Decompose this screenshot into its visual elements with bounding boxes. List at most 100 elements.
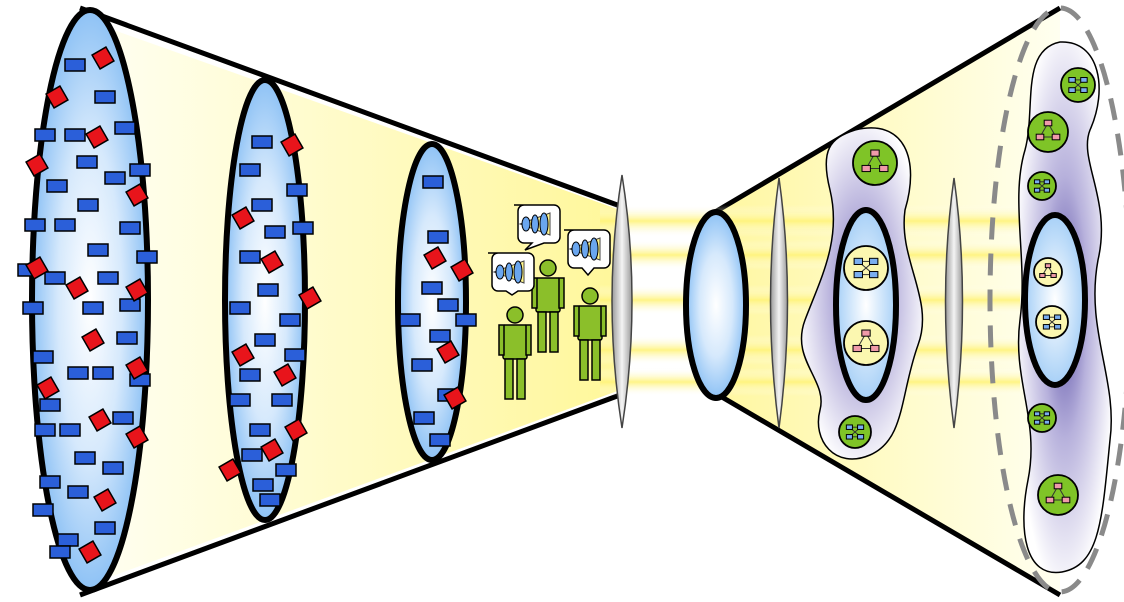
cluster-icon xyxy=(1035,305,1069,339)
large-blue-item xyxy=(64,128,86,142)
final-dashed-boundary xyxy=(987,5,1124,595)
cluster-icon xyxy=(843,320,889,366)
large-blue-item xyxy=(76,155,98,169)
large-red-item xyxy=(81,328,105,352)
large-blue-item xyxy=(57,533,79,547)
medium-blue-item xyxy=(239,250,261,264)
small-blue-item xyxy=(399,313,421,327)
cluster-icon xyxy=(1027,111,1069,153)
medium-blue-item xyxy=(251,135,273,149)
medium-blue-item xyxy=(229,301,251,315)
large-red-item xyxy=(36,376,60,400)
medium-blue-item xyxy=(239,368,261,382)
funnel-icon xyxy=(492,260,525,284)
small-blue-item xyxy=(427,230,449,244)
right-funnel-top-edge xyxy=(713,5,1062,215)
medium-blue-item xyxy=(292,221,314,235)
cluster-icon xyxy=(838,415,872,449)
large-blue-item xyxy=(64,58,86,72)
large-blue-item xyxy=(67,485,89,499)
medium-blue-item xyxy=(264,225,286,239)
large-red-item xyxy=(45,85,69,109)
small-blue-item xyxy=(455,313,477,327)
small-blue-item xyxy=(421,281,443,295)
cluster-icon xyxy=(1060,67,1096,103)
large-blue-item xyxy=(34,423,56,437)
large-red-item xyxy=(25,153,49,177)
large-blue-item xyxy=(39,475,61,489)
small-blue-item xyxy=(429,329,451,343)
medium-red-item xyxy=(298,286,322,310)
corpus-small-ellipse xyxy=(395,141,469,463)
medium-red-item xyxy=(260,250,284,274)
large-blue-item xyxy=(49,545,71,559)
final-inner-ellipse xyxy=(1022,212,1088,388)
annotator-person xyxy=(573,287,607,381)
annotators-group xyxy=(488,204,611,400)
large-red-item xyxy=(91,46,115,70)
medium-blue-item xyxy=(241,448,263,462)
speech-bubble xyxy=(564,229,611,277)
large-red-item xyxy=(88,408,112,432)
large-blue-item xyxy=(136,250,158,264)
large-blue-item xyxy=(119,221,141,235)
large-blue-item xyxy=(102,461,124,475)
large-red-item xyxy=(85,125,109,149)
medium-blue-item xyxy=(275,463,297,477)
medium-blue-item xyxy=(229,393,251,407)
corpus-large-ellipse xyxy=(29,7,151,593)
small-blue-item xyxy=(413,411,435,425)
large-blue-item xyxy=(67,366,89,380)
large-red-item xyxy=(125,425,149,449)
annotator-person xyxy=(498,306,532,400)
medium-blue-item xyxy=(284,348,306,362)
cluster-icon xyxy=(1027,171,1057,201)
filtered-set-ellipse xyxy=(683,209,749,401)
large-blue-item xyxy=(82,301,104,315)
large-blue-item xyxy=(119,298,141,312)
medium-red-item xyxy=(218,458,242,482)
large-red-item xyxy=(125,278,149,302)
large-blue-item xyxy=(74,451,96,465)
medium-blue-item xyxy=(239,163,261,177)
small-blue-item xyxy=(437,298,459,312)
large-red-item xyxy=(93,488,117,512)
large-blue-item xyxy=(22,301,44,315)
medium-blue-item xyxy=(254,333,276,347)
medium-blue-item xyxy=(271,393,293,407)
large-blue-item xyxy=(116,331,138,345)
medium-blue-item xyxy=(286,183,308,197)
document-items xyxy=(17,46,897,564)
large-blue-item xyxy=(34,128,56,142)
medium-blue-item xyxy=(249,423,271,437)
cluster-icon xyxy=(1033,257,1063,287)
large-blue-item xyxy=(92,366,114,380)
medium-blue-item xyxy=(251,198,273,212)
small-red-item xyxy=(443,386,467,410)
cluster-icon xyxy=(852,140,898,186)
small-blue-item xyxy=(411,358,433,372)
left-funnel xyxy=(80,18,620,588)
small-red-item xyxy=(436,340,460,364)
medium-blue-item xyxy=(252,478,274,492)
large-blue-item xyxy=(44,271,66,285)
funnel-icon xyxy=(518,212,551,236)
large-red-item xyxy=(125,356,149,380)
focus-lens-3 xyxy=(944,177,964,429)
medium-red-item xyxy=(260,438,284,462)
small-red-item xyxy=(450,258,474,282)
large-blue-item xyxy=(94,521,116,535)
large-red-item xyxy=(65,276,89,300)
large-blue-item xyxy=(32,350,54,364)
large-blue-item xyxy=(87,243,109,257)
cluster-icon xyxy=(1027,403,1057,433)
medium-blue-item xyxy=(257,283,279,297)
large-red-item xyxy=(78,540,102,564)
cluster-icon xyxy=(843,245,889,291)
large-blue-item xyxy=(32,503,54,517)
focus-lens-2 xyxy=(769,177,789,429)
cluster-icon xyxy=(1037,474,1079,516)
large-blue-item xyxy=(97,271,119,285)
